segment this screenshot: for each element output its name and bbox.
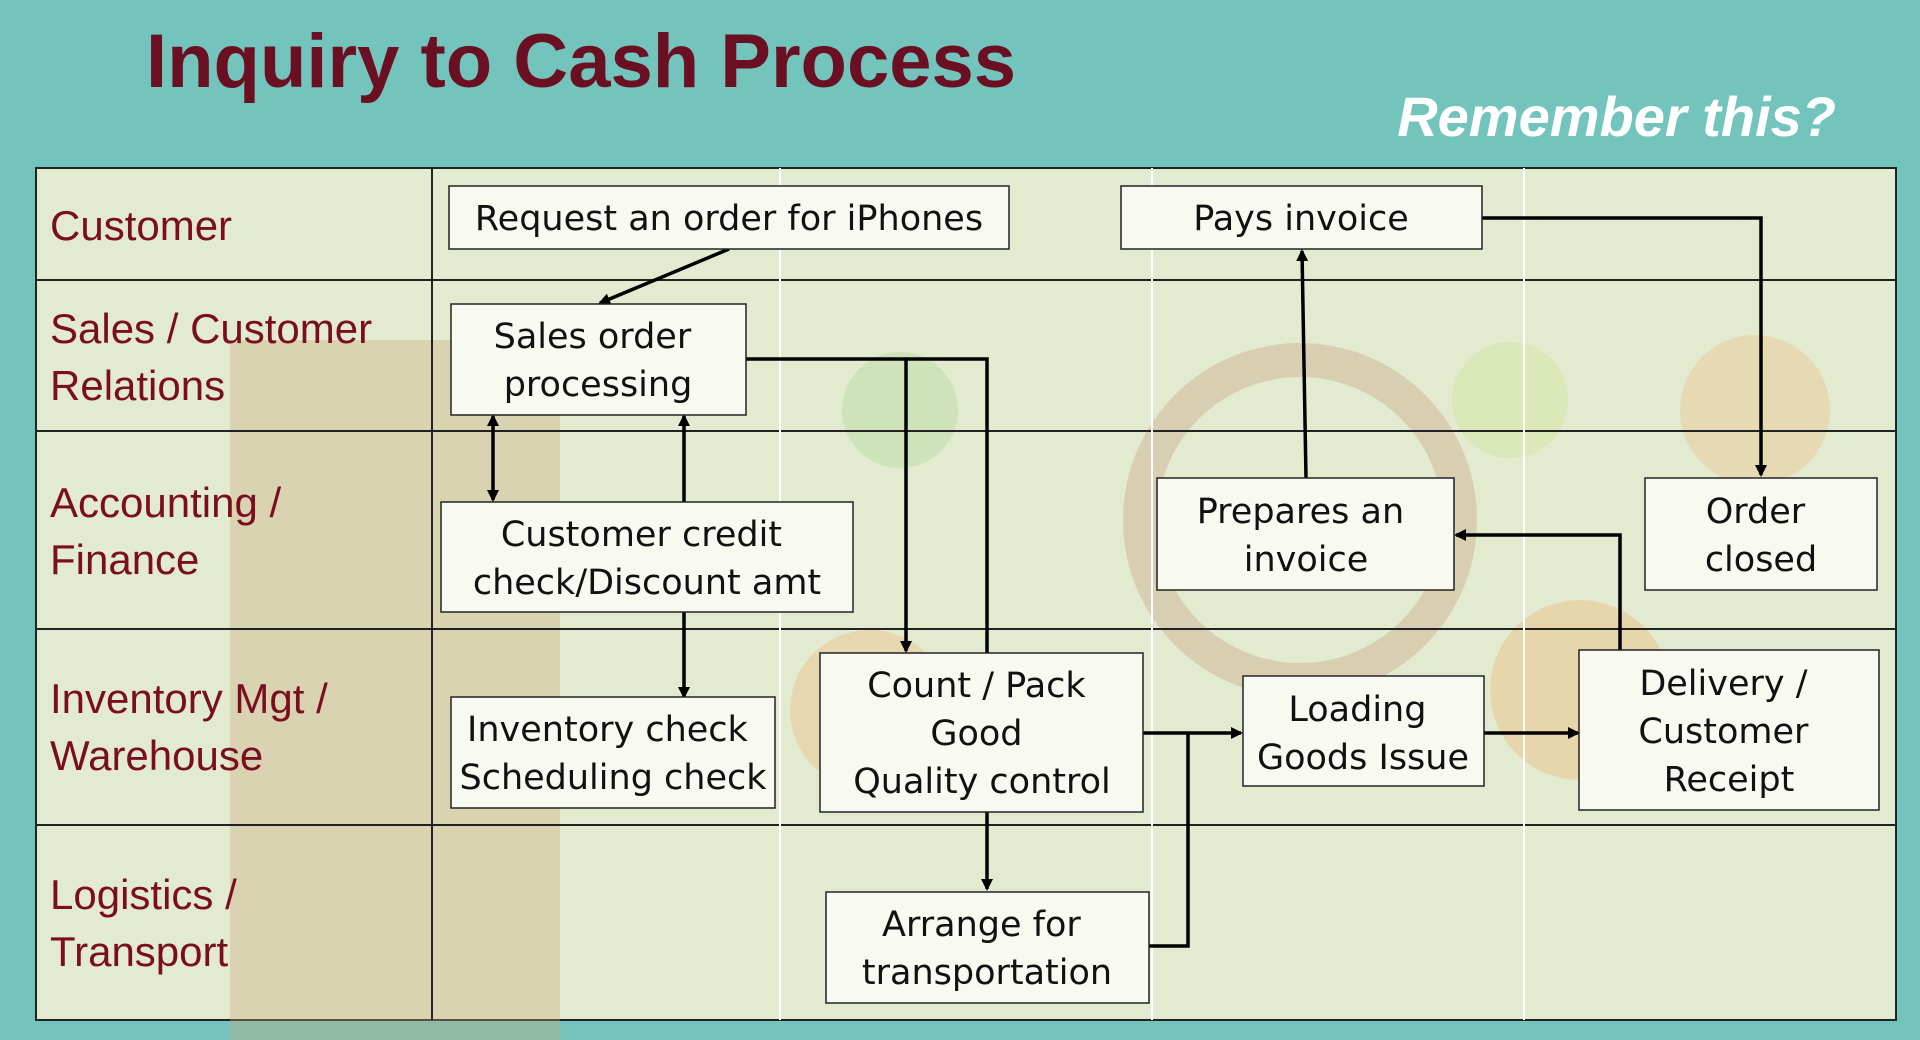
- box-pays-invoice: Pays invoice: [1120, 185, 1483, 250]
- svg-text:Pays invoice: Pays invoice: [1193, 199, 1409, 239]
- lane-dividers: [36, 168, 1896, 1020]
- subtitle-callout: Remember this?: [1397, 85, 1836, 148]
- connector-invoice-to-pays: [1296, 249, 1309, 479]
- box-delivery-receipt: Delivery / Customer Receipt: [1578, 649, 1880, 811]
- connector-delivery-to-invoice: [1454, 529, 1622, 653]
- lane-label-inventory: Inventory Mgt / Warehouse: [50, 675, 339, 779]
- lane-labels: Customer Sales / Customer Relations Acco…: [50, 202, 384, 975]
- svg-text:Order closed: Order closed: [1705, 492, 1817, 580]
- box-arrange-transport: Arrange for transportation: [825, 891, 1150, 1004]
- box-loading-goods: Loading Goods Issue: [1242, 675, 1485, 787]
- lane-label-logistics: Logistics / Transport: [50, 871, 248, 975]
- svg-text:Inventory check Scheduli: Inventory check Scheduling check: [459, 710, 767, 798]
- connector-request-to-sales: [598, 247, 730, 305]
- box-prepares-invoice: Prepares an invoice: [1156, 477, 1455, 591]
- svg-text:Sales order processing: Sales order processing: [494, 317, 703, 405]
- box-credit-check: Customer credit check/Discount amt: [440, 501, 854, 613]
- diagram-panel: [35, 167, 1897, 1021]
- svg-text:Count / Pack Good: Count / Pack Good Quality control: [853, 666, 1111, 802]
- lane-label-sales: Sales / Customer Relations: [50, 305, 384, 409]
- connector-arrange-transport-to-loading: [1149, 733, 1190, 948]
- box-request-order: Request an order for iPhones: [448, 185, 1010, 250]
- box-sales-order-processing: Sales order processing: [450, 303, 747, 416]
- box-order-closed: Order closed: [1644, 477, 1878, 591]
- svg-text:Delivery / Customer: Delivery / Customer Receipt: [1638, 664, 1819, 800]
- svg-text:Request an order for iPhones: Request an order for iPhones: [475, 199, 983, 239]
- svg-text:Prepares an invoice: Prepares an invoice: [1197, 492, 1416, 580]
- page-title: Inquiry to Cash Process: [146, 19, 1017, 104]
- svg-text:Loading Goods Issue: Loading Goods Issue: [1257, 690, 1469, 778]
- lane-label-accounting: Accounting / Finance: [50, 479, 293, 583]
- lane-label-customer: Customer: [50, 202, 232, 249]
- connector-pays-to-order-closed: [1482, 216, 1767, 477]
- svg-text:Arrange for transportati: Arrange for transportation: [862, 905, 1112, 993]
- box-inventory-check: Inventory check Scheduling check: [450, 696, 776, 809]
- svg-text:Customer credit check/Di: Customer credit check/Discount amt: [473, 515, 821, 603]
- box-count-pack: Count / Pack Good Quality control: [819, 652, 1144, 813]
